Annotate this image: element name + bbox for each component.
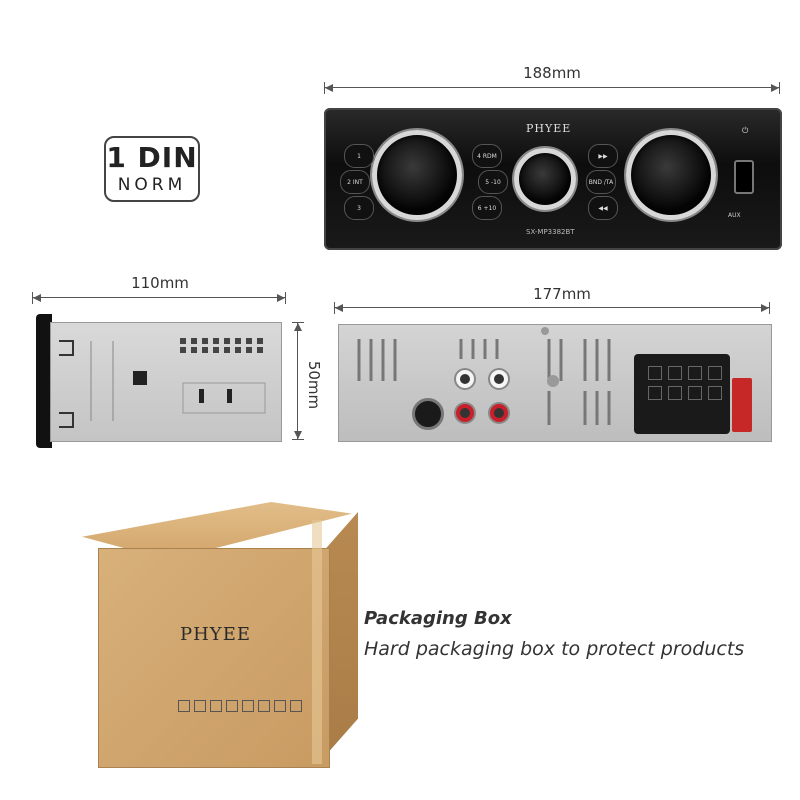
box-tape — [312, 520, 322, 764]
side-view-chassis — [50, 322, 282, 442]
preset-6-button: 6 +10 — [472, 196, 502, 220]
box-handling-icons — [178, 700, 302, 712]
preset-1-button: 1 — [344, 144, 374, 168]
faceplate-brand: PHYEE — [526, 122, 572, 135]
height-label: 50mm — [305, 360, 323, 410]
center-volume-knob — [514, 148, 576, 210]
band-ta-button: BND /TA — [586, 170, 616, 194]
box-brand-print: PHYEE — [180, 624, 251, 645]
iso-connector — [634, 354, 730, 434]
front-width-dimension-line — [324, 82, 780, 94]
rca-white-right — [490, 370, 508, 388]
rca-red-right — [490, 404, 508, 422]
left-arrow-icon — [335, 304, 343, 312]
right-arrow-icon — [277, 294, 285, 302]
prev-track-button: ◀◀ — [588, 196, 618, 220]
radio-faceplate: PHYEE 1 2 INT 3 4 RDM 5 -10 6 +10 BND /T… — [324, 108, 782, 250]
rear-width-dimension-line — [334, 302, 770, 314]
power-icon: ⏻ — [742, 126, 749, 135]
din-badge-line2: NORM — [117, 175, 187, 195]
rear-width-label: 177mm — [533, 285, 591, 303]
preset-3-button: 3 — [344, 196, 374, 220]
usb-port — [734, 160, 754, 194]
front-width-label: 188mm — [523, 64, 581, 82]
preset-2-button: 2 INT — [340, 170, 370, 194]
next-track-button: ▶▶ — [588, 144, 618, 168]
side-chassis-details — [59, 340, 266, 428]
preset-5-button: 5 -10 — [478, 170, 508, 194]
preset-4-button: 4 RDM — [472, 144, 502, 168]
side-depth-dimension-line — [32, 292, 286, 304]
aux-label: AUX — [728, 212, 741, 219]
right-ring-knob — [626, 130, 716, 220]
left-ring-knob — [372, 130, 462, 220]
din-norm-badge: 1 DIN NORM — [104, 136, 200, 202]
left-arrow-icon — [33, 294, 41, 302]
faceplate-model: SX-MP3382BT — [526, 228, 575, 236]
height-dimension-line — [292, 322, 304, 440]
packaging-description: Hard packaging box to protect products — [364, 638, 745, 660]
antenna-socket — [412, 398, 444, 430]
side-depth-label: 110mm — [131, 274, 189, 292]
ventilation-holes — [180, 338, 265, 353]
iso-connector-pins — [648, 366, 722, 400]
right-arrow-icon — [771, 84, 779, 92]
packaging-title: Packaging Box — [364, 608, 512, 629]
rca-red-left — [456, 404, 474, 422]
right-arrow-icon — [761, 304, 769, 312]
side-view-faceplate — [36, 314, 52, 448]
left-arrow-icon — [325, 84, 333, 92]
fuse — [732, 378, 752, 432]
box-front-face — [98, 548, 330, 768]
rear-vent-slots — [357, 327, 611, 425]
down-arrow-icon — [294, 431, 302, 439]
din-badge-line1: 1 DIN — [106, 141, 198, 174]
up-arrow-icon — [294, 323, 302, 331]
rca-white-left — [456, 370, 474, 388]
